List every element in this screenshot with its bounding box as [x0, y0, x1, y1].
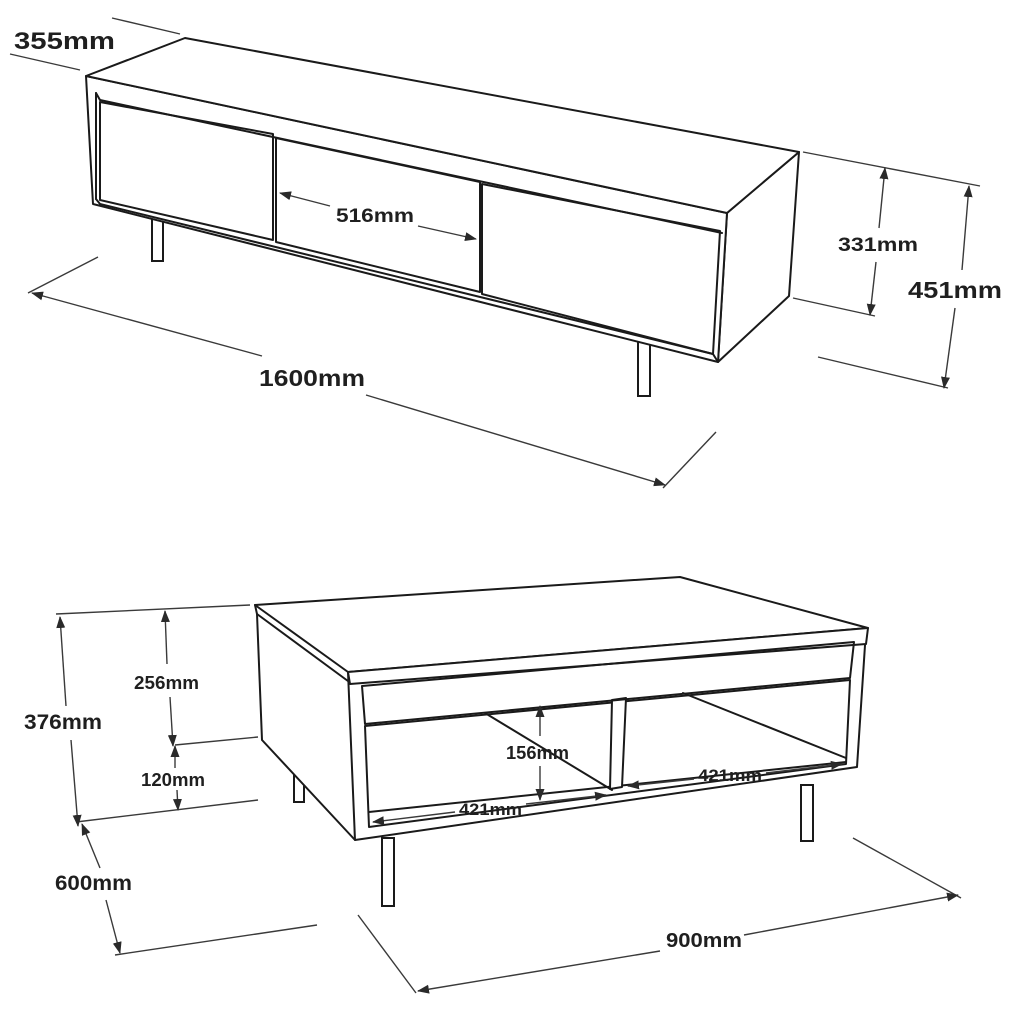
tv-width-arrow-left [31, 291, 263, 357]
tv-top-face [85, 37, 800, 214]
table-left-comp-arrow-r [525, 791, 607, 805]
table-width-arrow-right [743, 892, 959, 936]
tv-door-right [481, 183, 721, 355]
table-drawer-front [361, 641, 855, 725]
tv-depth-ext-back [111, 17, 181, 35]
table-right-comp-label: 421mm [698, 766, 762, 785]
table-inner-back-right [682, 692, 847, 759]
table-divider [609, 697, 627, 790]
tv-body-height-arrow-up [878, 167, 889, 229]
tv-width-ext-right [662, 431, 717, 489]
table-width-ext-left [357, 914, 417, 994]
table-upper-arrow-down [167, 696, 177, 747]
tv-drawer-arrow-right [417, 225, 477, 241]
table-height-ext-mid [174, 736, 259, 746]
table-upper-height-label: 256mm [134, 673, 199, 693]
tv-body-height-label: 331mm [838, 235, 918, 256]
table-depth-arrow-down [105, 899, 122, 954]
tv-total-height-arrow-up [961, 185, 973, 271]
tv-drawer-width-label: 516mm [336, 206, 414, 227]
table-leg-arrow-down [172, 789, 182, 811]
table-leg-front-left [381, 837, 395, 907]
table-total-arrow-down [70, 739, 82, 827]
tv-total-height-label: 451mm [908, 277, 1002, 303]
tv-width-arrow-right [365, 394, 666, 487]
tv-door-left [99, 101, 274, 241]
table-width-arrow-left [417, 950, 661, 994]
table-total-arrow-up [56, 616, 67, 707]
table-depth-arrow-up [81, 823, 101, 869]
tv-unit: 355mm 516mm 331mm 451mm 1600mm [9, 17, 1002, 489]
table-height-ext-bottom [75, 799, 259, 823]
tv-drawer-middle [275, 137, 481, 293]
tv-total-height-arrow-down [941, 307, 956, 389]
table-depth-ext-bottom [114, 924, 318, 956]
table-right-comp-arrow-r [765, 760, 843, 774]
table-shelf-line [368, 761, 847, 813]
table-height-ext-top [55, 604, 251, 615]
table-right-comp-arrow-l [627, 778, 695, 790]
tv-drawer-arrow-left [279, 191, 331, 207]
tv-base-rail [95, 198, 719, 363]
tv-body-height-arrow-down [866, 261, 877, 316]
table-total-height-label: 376mm [24, 711, 102, 734]
tv-total-ext-bottom [817, 356, 949, 389]
table-top-edge-left [254, 604, 258, 615]
tv-leg-right [637, 339, 651, 397]
table-depth-label: 600mm [55, 872, 132, 895]
tv-body-ext-bottom [792, 297, 876, 317]
table-inner-back-left [484, 712, 613, 791]
table-upper-arrow-up [160, 610, 170, 665]
tv-depth-label: 355mm [14, 28, 115, 55]
coffee-table: 376mm 256mm 120mm 156mm 421mm 421mm 600m… [24, 576, 962, 994]
table-top-edge [347, 627, 869, 685]
table-leg-back-right [800, 784, 814, 842]
tv-width-label: 1600mm [259, 365, 365, 391]
tv-width-ext-left [27, 256, 99, 294]
tv-height-ext-top [802, 151, 981, 187]
table-left-comp-arrow-l [372, 811, 456, 826]
table-shelf-height-label: 156mm [506, 743, 569, 763]
table-width-ext-right [852, 837, 962, 899]
table-width-label: 900mm [666, 930, 742, 952]
tv-depth-ext-front [9, 53, 81, 71]
table-left-comp-label: 421mm [459, 800, 522, 819]
table-leg-height-label: 120mm [141, 770, 205, 790]
tv-inner-top [95, 92, 723, 234]
